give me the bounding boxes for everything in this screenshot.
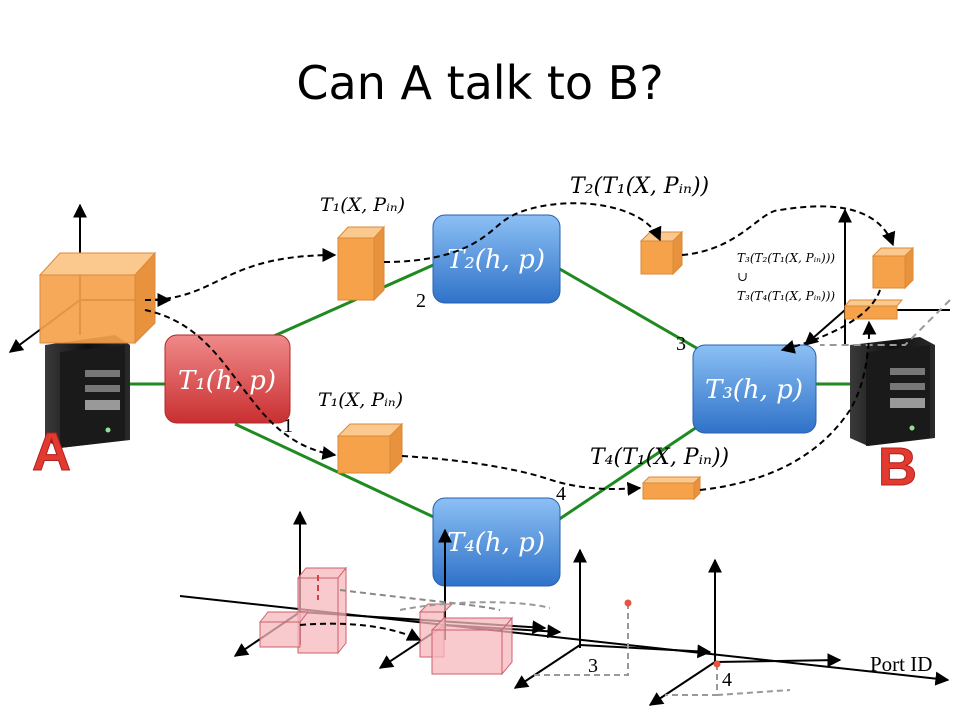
port-id-axis-label: Port ID <box>870 652 932 676</box>
header-box-t2 <box>639 230 684 276</box>
axis-port-4-label: 4 <box>722 669 732 691</box>
point-port-3 <box>624 599 632 607</box>
label-t3-union-line2: T₃(T₄(T₁(X, Pᵢₙ))) <box>737 289 835 303</box>
host-a-label: A <box>32 422 71 482</box>
server-b-icon <box>850 337 935 446</box>
port-3-label: 3 <box>676 333 686 355</box>
port-4-label: 4 <box>556 483 566 505</box>
label-union-op: ∪ <box>737 270 748 285</box>
header-box-t1-bottom <box>336 422 404 475</box>
port-1-label: 1 <box>283 415 293 437</box>
t2-label: T₂(h, p) <box>447 245 545 275</box>
axis-port-3-label: 3 <box>588 655 598 677</box>
header-box-t3-upper <box>871 246 915 290</box>
propagation-arrows <box>144 202 896 496</box>
slide-title: Can A talk to B? <box>296 56 664 110</box>
port-2-label: 2 <box>416 290 426 312</box>
label-t4-t1: T₄(T₁(X, Pᵢₙ)) <box>590 445 729 470</box>
port-id-axes <box>179 510 950 706</box>
header-box-t1-top <box>336 225 386 302</box>
t3-box <box>692 344 817 434</box>
label-t2-t1: T₂(T₁(X, Pᵢₙ)) <box>570 174 709 199</box>
t1-box <box>164 334 291 424</box>
point-port-4 <box>713 660 721 668</box>
bottom-dashed-lines <box>299 575 791 696</box>
label-t1-top: T₁(X, Pᵢₙ) <box>320 194 405 216</box>
t3-label: T₃(h, p) <box>705 375 803 405</box>
server-a-icon <box>45 335 130 448</box>
label-t1-bottom: T₁(X, Pᵢₙ) <box>318 389 403 411</box>
header-box-t4 <box>641 475 702 501</box>
t4-label: T₄(h, p) <box>447 528 545 558</box>
label-t3-union-line1: T₃(T₂(T₁(X, Pᵢₙ))) <box>737 251 835 265</box>
t1-label: T₁(h, p) <box>178 366 276 396</box>
t2-box <box>432 214 561 304</box>
host-b-label: B <box>878 437 917 497</box>
t4-box <box>432 497 561 587</box>
header-space-a <box>8 203 172 353</box>
